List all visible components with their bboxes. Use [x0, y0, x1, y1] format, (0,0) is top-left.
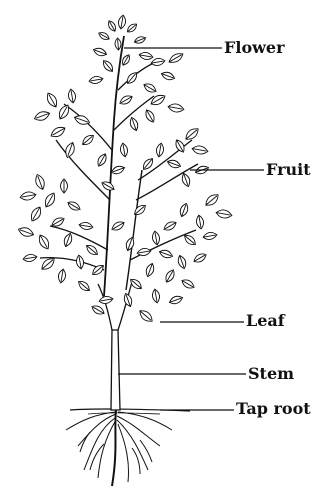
leaf-shape	[176, 254, 187, 270]
leaf-shape	[150, 57, 165, 66]
label-leaf: Leaf	[246, 313, 285, 329]
leaf-shape	[34, 173, 47, 191]
leaf-shape	[163, 268, 176, 284]
leaf-shape	[119, 142, 128, 157]
label-stem: Stem	[248, 366, 294, 382]
leaf-shape	[92, 46, 108, 57]
leaf-shape	[133, 35, 146, 45]
leaf-shape	[76, 279, 91, 293]
leaf-shape	[22, 253, 37, 262]
leaf-shape	[43, 191, 58, 209]
leaf-shape	[143, 108, 156, 124]
leaf-shape	[180, 172, 191, 188]
leaf-shape	[61, 179, 68, 193]
leaf-shape	[151, 230, 160, 245]
leaf-shape	[17, 226, 35, 239]
leaf-shape	[67, 88, 76, 103]
leaf-shape	[45, 91, 60, 109]
leaf-shape	[144, 262, 155, 278]
leaf-shape	[151, 288, 160, 303]
leaf-shape	[33, 110, 51, 123]
leaf-shape	[149, 93, 167, 108]
leaf-shape	[80, 133, 95, 147]
leaf-shape	[167, 51, 184, 65]
label-fruit: Fruit	[266, 162, 311, 178]
leaf-shape	[64, 141, 77, 159]
leaf-shape	[29, 205, 44, 223]
leaf-shape	[125, 22, 138, 34]
leaf-shape	[132, 203, 147, 217]
leaf-shape	[158, 248, 174, 259]
leaf-shape	[106, 19, 117, 32]
leaf-shape	[101, 58, 115, 73]
leaf-shape	[37, 233, 52, 251]
leaf-shape	[191, 145, 208, 156]
leaf-shape	[98, 295, 113, 304]
leaf-shape	[49, 125, 67, 140]
leaf-shape	[78, 221, 93, 230]
label-pointers	[118, 48, 264, 410]
leaf-shape	[155, 142, 164, 157]
leaf-shape	[97, 30, 110, 41]
leaf-shape	[124, 236, 135, 252]
leaf-shape	[57, 268, 66, 283]
label-flower: Flower	[224, 40, 285, 56]
leaf-shape	[75, 254, 84, 269]
leaf-shape	[183, 126, 200, 142]
leaf-shape	[195, 214, 204, 229]
leaf-shape	[142, 81, 158, 94]
leaf-shape	[117, 14, 126, 29]
leaf-shape	[100, 179, 116, 192]
leaf-shape	[66, 199, 82, 212]
label-tap-root: Tap root	[236, 401, 311, 417]
leaf-shape	[137, 308, 154, 324]
leaf-shape	[114, 38, 121, 50]
tap-root	[66, 410, 172, 486]
leaf-shape	[110, 219, 126, 232]
leaf-shape	[110, 164, 126, 175]
leaf-shape	[118, 93, 134, 106]
leaf-shape	[178, 202, 189, 218]
leaf-shape	[120, 53, 131, 66]
leaf-shape	[90, 303, 106, 316]
leaf-shape	[166, 158, 182, 169]
leaf-shape	[215, 209, 232, 220]
leaf-shape	[138, 51, 153, 60]
leaf-shape	[122, 292, 133, 308]
leaf-shape	[167, 103, 184, 114]
leaf-shape	[62, 232, 73, 248]
leaf-shape	[168, 294, 184, 305]
leaf-shape	[180, 277, 196, 290]
leaf-shape	[128, 116, 139, 132]
leaf-shape	[162, 219, 178, 232]
leaf-shape	[57, 103, 72, 121]
leaf-shape	[203, 192, 220, 208]
leaf-shape	[160, 70, 176, 81]
leaf-shape	[95, 152, 108, 168]
leaf-shape	[202, 231, 217, 240]
leaf-shape	[88, 75, 103, 84]
leaf-shape	[192, 251, 208, 264]
leaf-shape	[19, 191, 36, 202]
